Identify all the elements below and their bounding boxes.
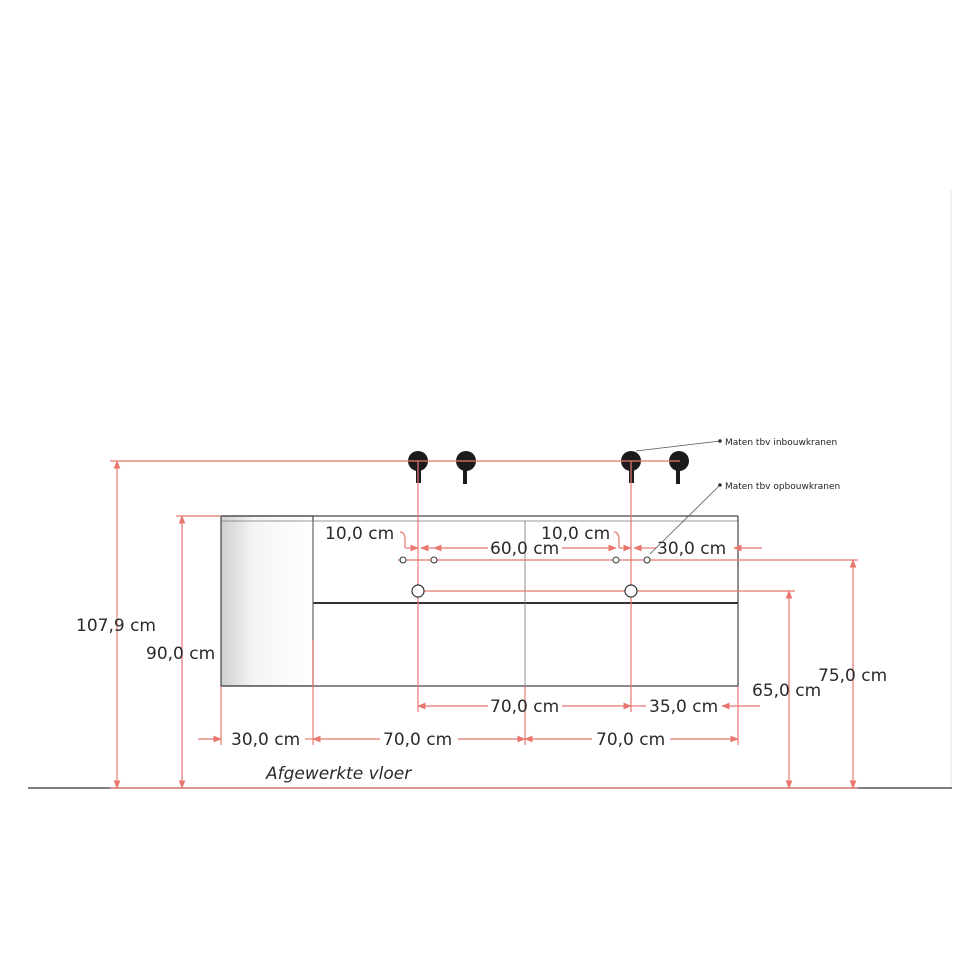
floor-label: Afgewerkte vloer: [265, 764, 412, 784]
hole-small-4: [643, 556, 651, 564]
dim-section-left: 70,0 cm: [383, 730, 452, 750]
hole-small-2: [430, 556, 438, 564]
cabinet-side-panel: [220, 515, 314, 687]
svg-text:Maten tbv inbouwkranen: Maten tbv inbouwkranen: [725, 438, 837, 448]
note-surface-taps: Maten tbv opbouwkranen: [649, 482, 840, 555]
hole-large-right: [624, 584, 638, 598]
dim-75-height: 75,0 cm: [818, 666, 887, 686]
hole-large-left: [411, 584, 425, 598]
mixer-knob-right: [669, 451, 689, 484]
dim-cabinet-height: 90,0 cm: [146, 644, 215, 664]
dim-total-height: 107,9 cm: [76, 616, 156, 636]
dim-left-offset: 30,0 cm: [231, 730, 300, 750]
mixer-knob-left: [456, 451, 476, 484]
dim-hole-gap-left: 10,0 cm: [325, 524, 394, 544]
hole-small-3: [612, 556, 620, 564]
dim-65-height: 65,0 cm: [752, 681, 821, 701]
hole-small-1: [399, 556, 407, 564]
svg-text:Maten tbv opbouwkranen: Maten tbv opbouwkranen: [725, 482, 840, 492]
note-built-in-taps: Maten tbv inbouwkranen: [635, 438, 837, 452]
dim-tap-spacing-surface: 60,0 cm: [490, 539, 559, 559]
dim-tap-right-surface: 30,0 cm: [657, 539, 726, 559]
dim-tap-right-built-in: 35,0 cm: [649, 697, 718, 717]
dim-section-right: 70,0 cm: [596, 730, 665, 750]
dim-hole-gap-right: 10,0 cm: [541, 524, 610, 544]
dim-tap-spacing-built-in: 70,0 cm: [490, 697, 559, 717]
vanity-cabinet: [220, 515, 739, 687]
